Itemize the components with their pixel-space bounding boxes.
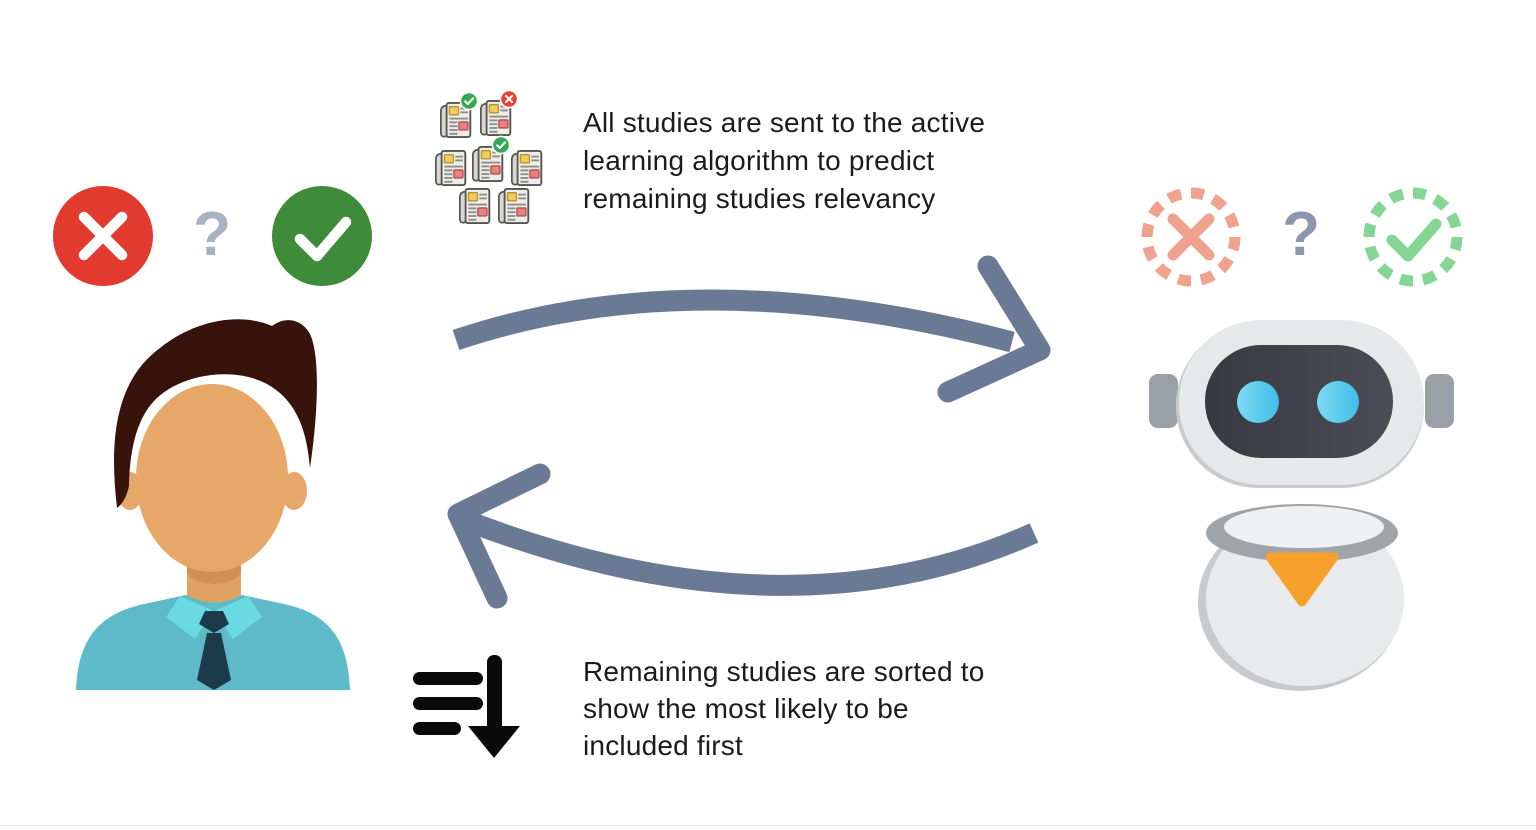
caption-line: All studies are sent to the active xyxy=(583,107,986,138)
ai-reject-x-circle-dashed-icon xyxy=(1141,187,1241,287)
avatar-face xyxy=(136,384,288,572)
caption-line: Remaining studies are sorted to xyxy=(583,656,985,687)
avatar-tie xyxy=(197,633,231,690)
study-reject-badge-icon xyxy=(499,89,519,109)
human-reviewer-avatar xyxy=(76,319,350,690)
robot-eye-left xyxy=(1237,381,1279,423)
study-doc-icon xyxy=(496,184,534,228)
arrow-ai-to-human xyxy=(447,463,1039,609)
avatar-hair xyxy=(114,319,317,508)
robot-ear-right xyxy=(1425,374,1454,428)
robot-eye-right xyxy=(1317,381,1359,423)
study-doc-icon xyxy=(457,184,495,228)
top-arrow-caption: All studies are sent to the active learn… xyxy=(583,104,985,218)
caption-line: show the most likely to be xyxy=(583,693,909,724)
robot-ear-left xyxy=(1149,374,1178,428)
human-question-mark: ? xyxy=(193,200,231,269)
robot-head xyxy=(1149,320,1454,488)
arrow-human-to-ai xyxy=(452,255,1051,403)
bottom-divider-line xyxy=(0,825,1536,826)
avatar-tie-knot xyxy=(199,611,229,633)
robot-face-plate xyxy=(1205,345,1393,458)
ai-question-mark: ? xyxy=(1282,200,1320,269)
study-accept-badge-icon xyxy=(459,91,479,111)
studies-stack-icon xyxy=(425,88,557,238)
ai-accept-check-circle-dashed-icon xyxy=(1363,187,1463,287)
robot-chest-triangle xyxy=(1265,552,1339,607)
caption-line: remaining studies relevancy xyxy=(583,183,936,214)
robot-body xyxy=(1198,504,1404,691)
human-reject-x-circle-icon xyxy=(53,186,153,286)
study-accept-badge-icon xyxy=(491,135,511,155)
avatar-collar-right xyxy=(214,596,262,639)
bottom-arrow-caption: Remaining studies are sorted to show the… xyxy=(583,653,985,764)
avatar-collar-left xyxy=(166,596,214,639)
caption-line: included first xyxy=(583,730,743,761)
sort-descending-icon xyxy=(413,655,520,758)
caption-line: learning algorithm to predict xyxy=(583,145,935,176)
human-accept-check-circle-icon xyxy=(272,186,372,286)
